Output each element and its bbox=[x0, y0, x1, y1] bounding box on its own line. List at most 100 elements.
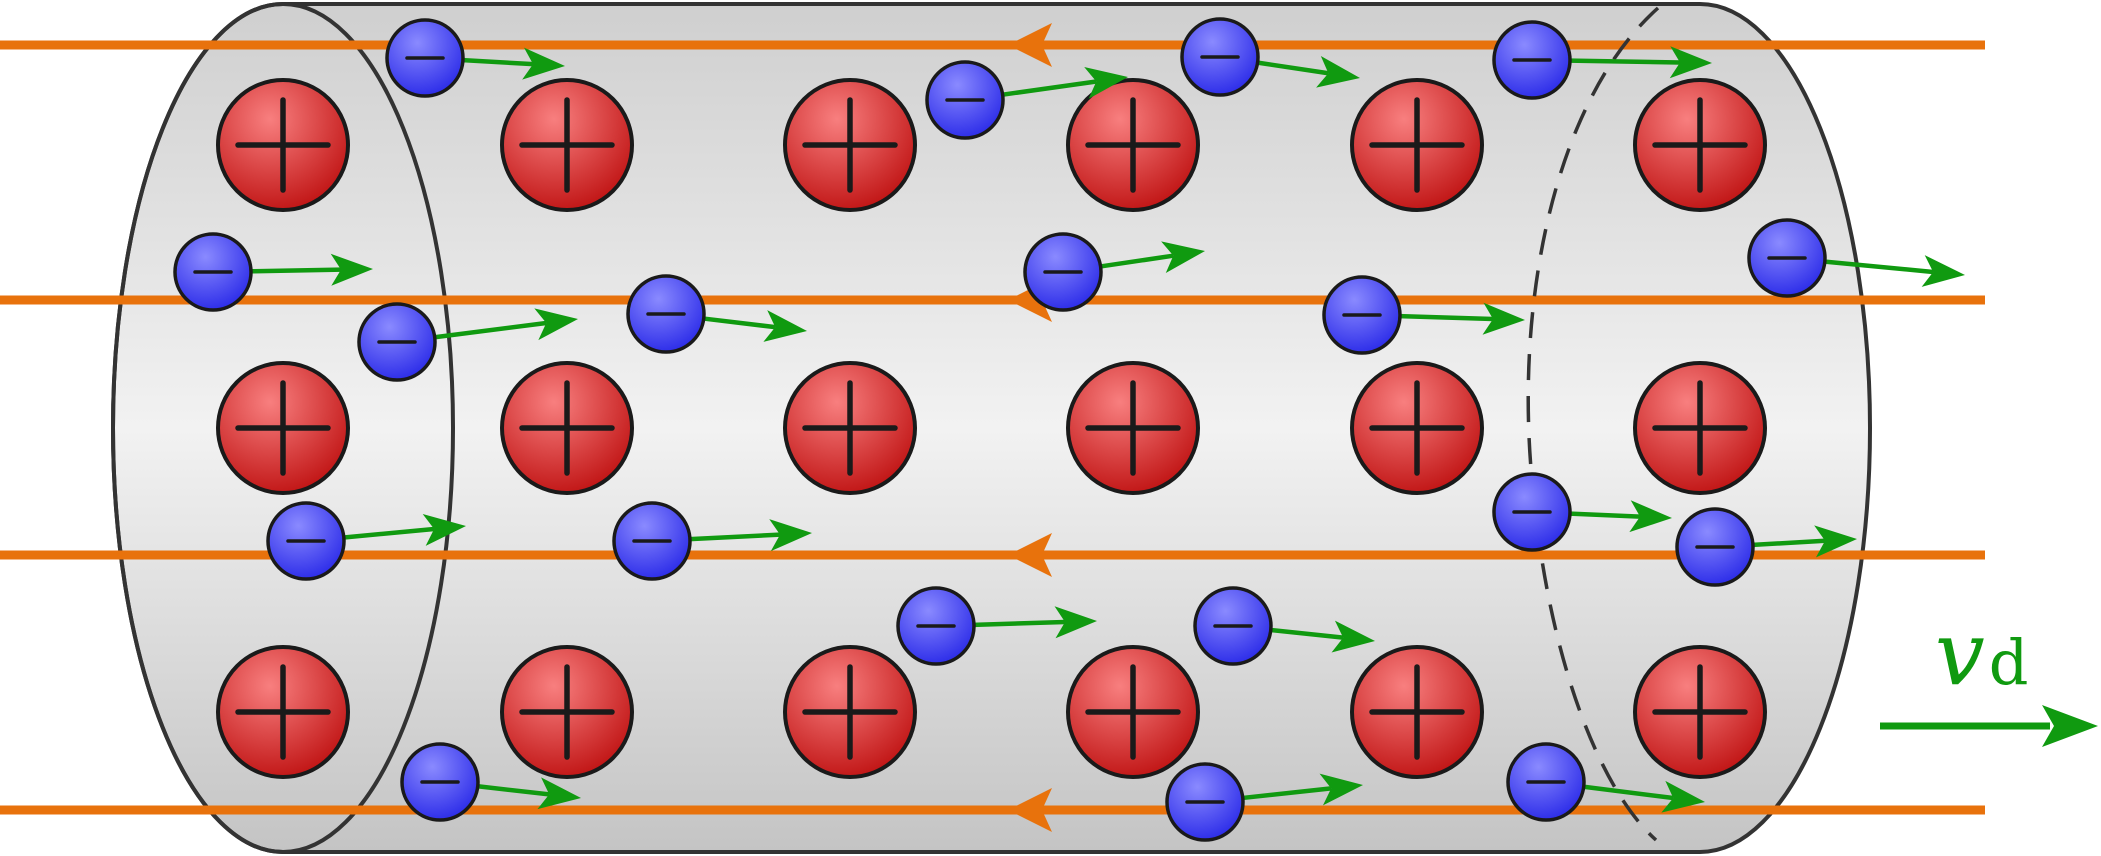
plus-sign-icon bbox=[1369, 97, 1465, 193]
plus-sign-icon bbox=[519, 664, 615, 760]
velocity-arrow bbox=[1752, 538, 1826, 548]
positive-ion bbox=[1350, 361, 1484, 495]
plus-sign-icon bbox=[802, 664, 898, 760]
velocity-arrow bbox=[250, 267, 342, 274]
positive-ion bbox=[1633, 361, 1767, 495]
drift-velocity-arrow-head bbox=[2042, 705, 2098, 747]
field-line-arrowhead bbox=[1008, 788, 1052, 832]
plus-sign-icon bbox=[1652, 97, 1748, 193]
electron bbox=[1322, 275, 1525, 355]
velocity-arrowhead bbox=[1319, 773, 1363, 806]
plus-sign-icon bbox=[1369, 664, 1465, 760]
electron bbox=[612, 501, 812, 581]
electron bbox=[1193, 586, 1375, 666]
electron bbox=[357, 302, 578, 382]
electron bbox=[173, 232, 373, 312]
plus-sign-icon bbox=[519, 97, 615, 193]
positive-ion bbox=[783, 645, 917, 779]
positive-ion bbox=[1633, 645, 1767, 779]
wire-front-rim bbox=[111, 2, 455, 854]
positive-ion bbox=[216, 78, 350, 212]
velocity-arrow bbox=[462, 57, 534, 67]
velocity-arrow bbox=[434, 320, 547, 340]
velocity-arrow bbox=[1583, 784, 1674, 801]
velocity-arrow bbox=[1270, 627, 1344, 640]
plus-sign-icon bbox=[1369, 380, 1465, 476]
velocity-arrow bbox=[1100, 253, 1174, 269]
electron bbox=[896, 586, 1097, 666]
velocity-arrowhead bbox=[1669, 46, 1712, 79]
velocity-arrowhead bbox=[1629, 500, 1672, 533]
electron bbox=[1675, 507, 1857, 587]
velocity-arrow bbox=[1399, 313, 1494, 322]
plus-sign-icon bbox=[802, 380, 898, 476]
velocity-arrow bbox=[689, 532, 781, 542]
plus-sign-icon bbox=[519, 380, 615, 476]
positive-ions bbox=[216, 78, 1767, 779]
velocity-arrow bbox=[1257, 60, 1329, 76]
velocity-arrow bbox=[973, 619, 1066, 628]
velocity-arrowhead bbox=[1161, 241, 1205, 273]
electron bbox=[1023, 232, 1205, 312]
positive-ion bbox=[216, 361, 350, 495]
positive-ion bbox=[1066, 78, 1200, 212]
velocity-arrow bbox=[1569, 511, 1641, 519]
electron bbox=[1747, 218, 1965, 298]
electron bbox=[1492, 20, 1712, 100]
electron bbox=[385, 18, 565, 98]
electron bbox=[1180, 17, 1360, 97]
positive-ion bbox=[783, 361, 917, 495]
velocity-arrowhead bbox=[537, 777, 581, 810]
velocity-arrow bbox=[343, 526, 435, 540]
positive-ion bbox=[500, 361, 634, 495]
plus-sign-icon bbox=[235, 664, 331, 760]
field-line-arrowhead bbox=[1008, 23, 1052, 67]
velocity-arrowhead bbox=[1814, 525, 1857, 558]
plus-sign-icon bbox=[235, 380, 331, 476]
plus-sign-icon bbox=[1085, 380, 1181, 476]
velocity-arrowhead bbox=[1084, 67, 1128, 99]
plus-sign-icon bbox=[802, 97, 898, 193]
cross-section-dashed bbox=[1526, 6, 1660, 842]
velocity-arrow bbox=[1569, 58, 1681, 65]
positive-ion bbox=[216, 645, 350, 779]
electron bbox=[925, 60, 1128, 140]
positive-ion bbox=[1066, 361, 1200, 495]
electrons bbox=[173, 17, 1965, 842]
positive-ion bbox=[500, 78, 634, 212]
electron bbox=[1165, 762, 1363, 842]
velocity-arrowhead bbox=[1661, 780, 1705, 813]
velocity-arrowhead bbox=[330, 253, 373, 286]
positive-ion bbox=[783, 78, 917, 212]
velocity-arrowhead bbox=[1316, 55, 1360, 88]
electron bbox=[400, 742, 581, 822]
velocity-arrowhead bbox=[1921, 255, 1965, 287]
velocity-arrow bbox=[477, 784, 550, 797]
positive-ion bbox=[1350, 78, 1484, 212]
field-line-arrowhead bbox=[1008, 533, 1052, 577]
velocity-arrowhead bbox=[422, 513, 466, 546]
plus-sign-icon bbox=[1652, 380, 1748, 476]
velocity-arrowhead bbox=[1054, 606, 1097, 639]
positive-ion bbox=[1350, 645, 1484, 779]
electron bbox=[626, 274, 807, 354]
velocity-arrow bbox=[1824, 259, 1934, 275]
velocity-arrowhead bbox=[763, 310, 807, 342]
positive-ion bbox=[500, 645, 634, 779]
velocity-arrowhead bbox=[534, 308, 578, 341]
velocity-arrowhead bbox=[1482, 302, 1525, 335]
electron bbox=[1506, 742, 1705, 822]
wire-cylinder bbox=[111, 2, 1872, 854]
electron bbox=[266, 501, 466, 581]
drift-velocity-legend: vd bbox=[1880, 602, 2098, 747]
plus-sign-icon bbox=[1085, 97, 1181, 193]
electron bbox=[1492, 472, 1672, 552]
drift-velocity-subscript: d bbox=[1989, 626, 2029, 699]
velocity-arrowhead bbox=[769, 519, 812, 552]
plus-sign-icon bbox=[235, 97, 331, 193]
velocity-arrow bbox=[703, 316, 776, 330]
velocity-arrow bbox=[1242, 786, 1332, 801]
velocity-arrowhead bbox=[1331, 620, 1375, 653]
plus-sign-icon bbox=[1652, 664, 1748, 760]
